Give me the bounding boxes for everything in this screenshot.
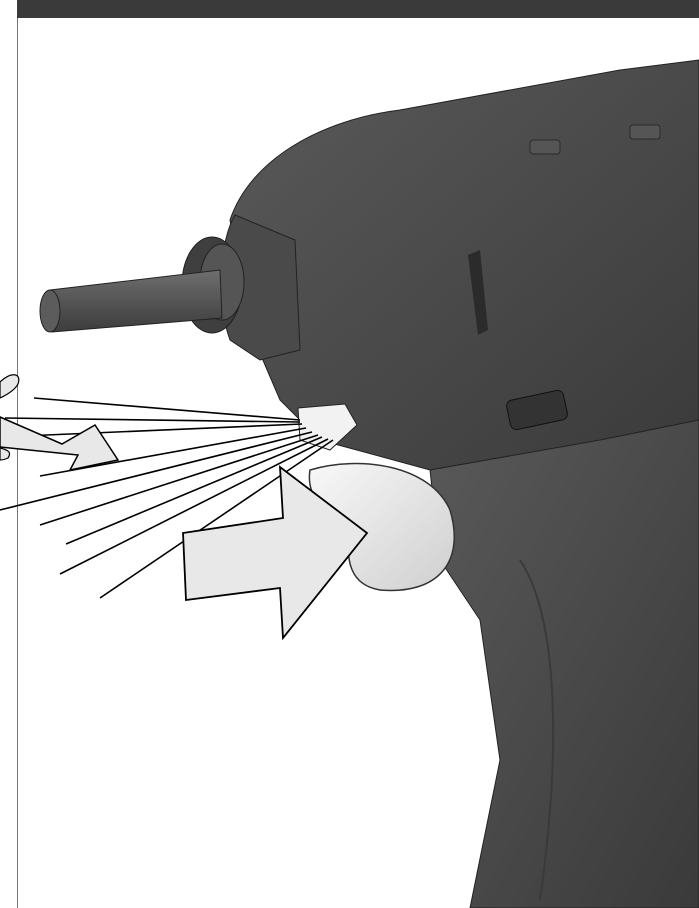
finger-outline — [0, 375, 19, 398]
finger-outline — [0, 448, 10, 460]
arrow-right-icon — [0, 417, 118, 470]
tool-handle — [430, 400, 699, 908]
housing-vent — [630, 125, 660, 139]
bit-tip — [40, 290, 60, 332]
housing-vent — [530, 140, 560, 154]
